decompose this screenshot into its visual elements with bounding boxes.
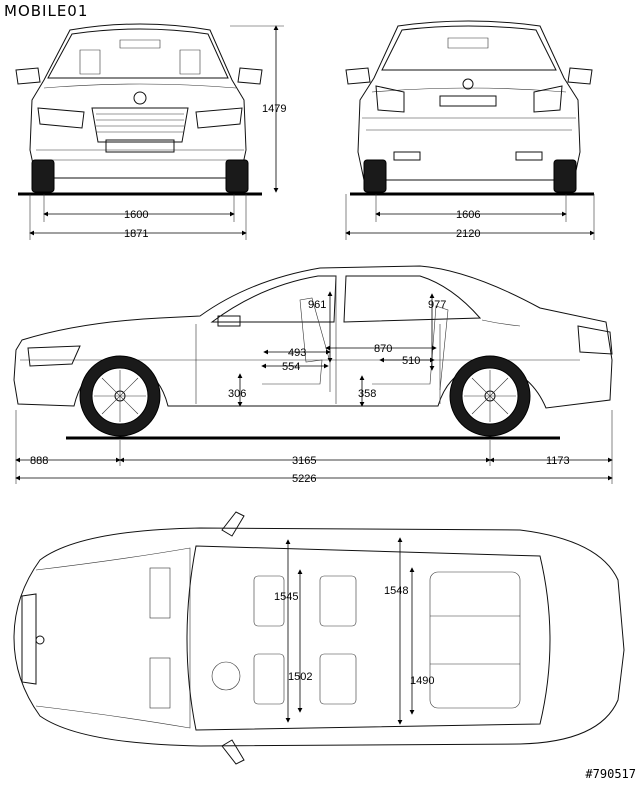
- front-track-label: 1600: [124, 209, 148, 221]
- rear-seat-height-label: 358: [358, 388, 376, 400]
- top-view: 1545 1548 1502 1490: [13, 511, 625, 765]
- front-seat-height-label: 306: [228, 388, 246, 400]
- watermark: #790517: [585, 767, 636, 781]
- front-shoulder-label: 1545: [274, 591, 298, 603]
- rear-hip-label: 1490: [410, 675, 434, 687]
- rear-overhang-label: 1173: [546, 455, 570, 467]
- front-legroom-a-label: 493: [288, 347, 306, 359]
- rear-legroom-b-label: 510: [402, 355, 420, 367]
- mobile01-logo: MOBILE01: [4, 2, 89, 20]
- front-legroom-b-label: 554: [282, 361, 300, 373]
- front-overhang-label: 888: [30, 455, 48, 467]
- front-height-label: 1479: [262, 103, 286, 115]
- front-hip-label: 1502: [288, 671, 312, 683]
- wheelbase-label: 3165: [292, 455, 316, 467]
- overall-length-label: 5226: [292, 473, 316, 485]
- rear-track-label: 1606: [456, 209, 480, 221]
- rear-width-label: 2120: [456, 228, 480, 240]
- front-headroom-label: 961: [308, 299, 326, 311]
- front-view: 1479 1600 1871: [15, 23, 286, 240]
- rear-legroom-a-label: 870: [374, 343, 392, 355]
- rear-shoulder-label: 1548: [384, 585, 408, 597]
- front-width-label: 1871: [124, 228, 148, 240]
- rear-view: 1606 2120: [345, 20, 595, 240]
- side-view: 961 977 493 554 870 510 306 358 888 3165: [13, 265, 613, 485]
- rear-headroom-label: 977: [428, 299, 446, 311]
